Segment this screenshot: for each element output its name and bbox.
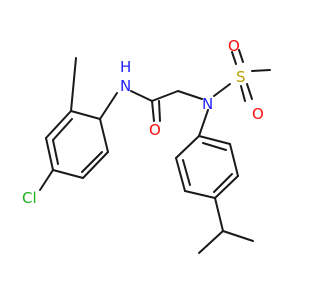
bond-ring2-f	[198, 135, 231, 145]
bond-ring1-f	[45, 137, 54, 171]
atom-amide-oxygen-label: O	[149, 121, 161, 139]
atom-labels: Cl N H O N S O O	[22, 37, 264, 207]
bond-ring1-nh	[99, 92, 118, 120]
bond-nh-carbonyl	[130, 90, 153, 102]
bond-ring2-c	[184, 190, 216, 199]
bond-c-cl	[39, 169, 54, 191]
bond-ring2-b	[175, 157, 186, 192]
bond-n-ring2	[198, 109, 209, 137]
bond-carbonyl-o-1	[151, 100, 155, 122]
bond-ring2-inner-2	[213, 173, 233, 193]
atom-chlorine-label: Cl	[22, 189, 37, 207]
bond-ring1-e	[52, 169, 84, 179]
bond-ring1-inner-3	[52, 139, 59, 165]
bonds	[39, 49, 271, 254]
bond-s-o1-a	[231, 51, 237, 65]
bond-ring2-e	[229, 143, 239, 177]
atom-sulfonyl-oxygen-bottom-label: O	[252, 105, 264, 123]
bond-ring1-inner-1	[52, 118, 73, 141]
bond-s-o2-b	[240, 85, 246, 102]
bond-n-s	[213, 83, 231, 97]
atom-sulfonamide-nitrogen-label: N	[202, 95, 213, 113]
bond-ch2-n	[177, 90, 203, 100]
bond-ring2-isopropyl	[214, 197, 224, 232]
bond-ring2-a	[175, 135, 200, 159]
diagram-background	[0, 0, 300, 300]
bond-isopropyl-me1	[198, 230, 224, 254]
bond-ring1-c	[99, 118, 109, 153]
bond-ring1-d	[82, 151, 109, 179]
bond-ring2-inner-1	[182, 159, 191, 186]
bond-ring2-inner-3	[202, 142, 227, 151]
atom-sulfur-label: S	[236, 68, 246, 86]
bond-ring2-d	[214, 175, 239, 199]
bond-isopropyl-me2	[222, 230, 254, 242]
bond-methyl-ring1	[70, 57, 77, 112]
bond-s-methyl	[251, 69, 271, 72]
bond-s-o2-a	[246, 83, 253, 100]
atom-amide-hydrogen-label: H	[120, 58, 131, 76]
bond-carbonyl-o-2	[158, 100, 161, 122]
bond-ring1-inner-2	[81, 151, 103, 173]
atom-amide-nitrogen-label: N	[120, 77, 131, 95]
bond-s-o1-b	[238, 49, 244, 63]
atom-sulfonyl-oxygen-top-label: O	[228, 37, 240, 55]
chemical-structure-diagram: Cl N H O N S O O	[0, 0, 300, 300]
bond-ring1-b	[70, 110, 101, 120]
bond-carbonyl-ch2	[151, 90, 179, 102]
bond-ring1-a	[45, 110, 72, 139]
